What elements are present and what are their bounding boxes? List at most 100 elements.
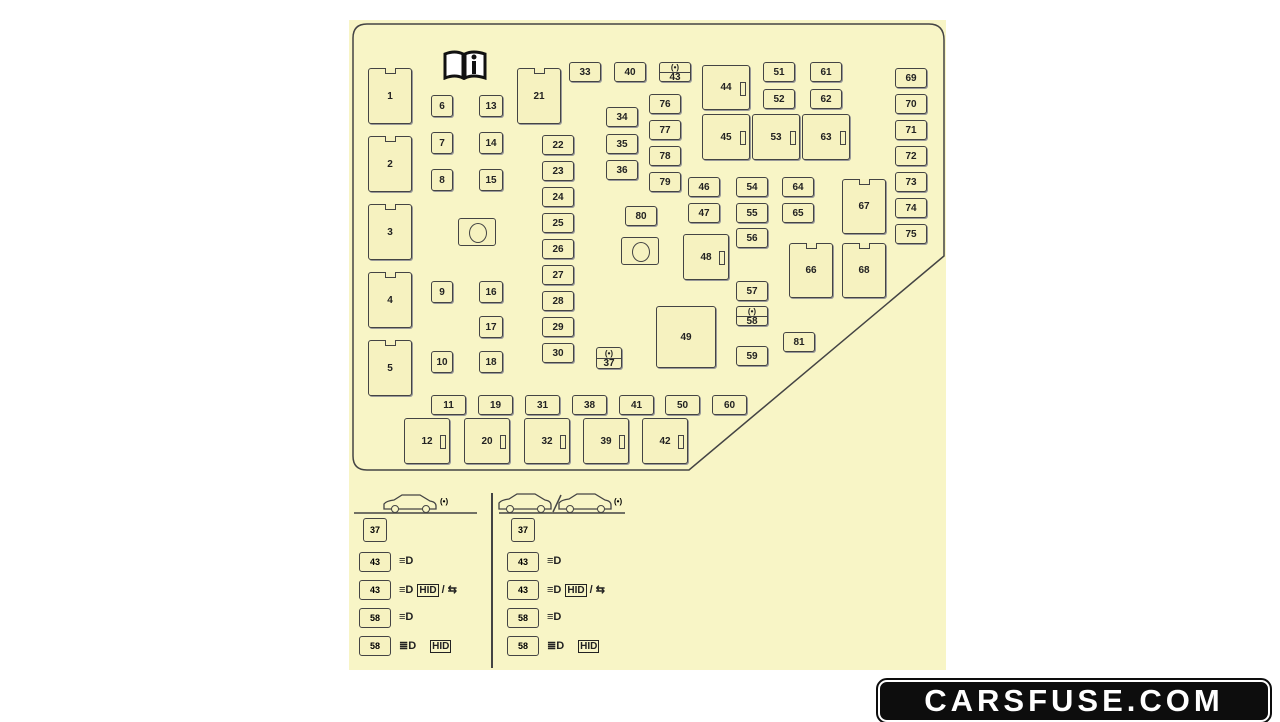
fuse-label: 46 [698, 181, 710, 193]
fuse-label: 62 [820, 93, 832, 105]
fuse-22: 22 [542, 135, 574, 155]
fuse-79: 79 [649, 172, 681, 192]
fuse-label: 80 [635, 210, 647, 222]
fuse-label: 70 [905, 98, 917, 110]
fuse-80: 80 [625, 206, 657, 226]
fuse-label: 23 [552, 165, 564, 177]
relay-2: 2 [368, 136, 412, 192]
fuse-label: 40 [624, 66, 636, 78]
fuse-label: 18 [485, 356, 497, 368]
fuse-label: 61 [820, 66, 832, 78]
fuse-label: 77 [659, 124, 671, 136]
fuse-label: 13 [485, 100, 497, 112]
fuse-73: 73 [895, 172, 927, 192]
fuse-label: 56 [746, 232, 758, 244]
relay-12: 12 [404, 418, 450, 464]
fuse-label: 6 [439, 100, 445, 112]
fuse-label: 33 [579, 66, 591, 78]
fuse-label: 32 [541, 435, 553, 447]
fuse-label: 35 [616, 138, 628, 150]
relay-20: 20 [464, 418, 510, 464]
fuse-label: 71 [905, 124, 917, 136]
fuse-label: 36 [616, 164, 628, 176]
fuse-61: 61 [810, 62, 842, 82]
fuse-43: (•)43 [659, 62, 691, 82]
fuse-6: 6 [431, 95, 453, 117]
fuse-52: 52 [763, 89, 795, 109]
fuse-label: 47 [698, 207, 710, 219]
fuse-label: 57 [746, 285, 758, 297]
fuse-62: 62 [810, 89, 842, 109]
legend-fuse-58: 58 [359, 636, 391, 656]
adaptive-lighting-icon: / ⇆ [586, 584, 605, 596]
fuse-label: 49 [680, 331, 692, 343]
relay-32: 32 [524, 418, 570, 464]
fuse-8: 8 [431, 169, 453, 191]
fuse-69: 69 [895, 68, 927, 88]
relay-48: 48 [683, 234, 729, 280]
fuse-label: 42 [659, 435, 671, 447]
fuse-74: 74 [895, 198, 927, 218]
fuse-51: 51 [763, 62, 795, 82]
fuse-label: 59 [746, 350, 758, 362]
fuse-9: 9 [431, 281, 453, 303]
fuse-47: 47 [688, 203, 720, 223]
fuse-label: 81 [793, 336, 805, 348]
fuse-label: 45 [720, 131, 732, 143]
legend-fuse-43: 43 [507, 580, 539, 600]
fuse-15: 15 [479, 169, 503, 191]
headlamp-icon: ≡D [547, 611, 562, 623]
fuse-label: 5 [387, 362, 393, 374]
fuse-46: 46 [688, 177, 720, 197]
fuse-label: 29 [552, 321, 564, 333]
relay-42: 42 [642, 418, 688, 464]
fuse-7: 7 [431, 132, 453, 154]
relay-53: 53 [752, 114, 800, 160]
fuse-31: 31 [525, 395, 560, 415]
fuse-label: 78 [659, 150, 671, 162]
fuse-77: 77 [649, 120, 681, 140]
fuse-label: 54 [746, 181, 758, 193]
adaptive-lighting-icon: / ⇆ [438, 584, 457, 596]
fuse-label: 25 [552, 217, 564, 229]
owner-manual-info-icon [443, 48, 487, 81]
fuse-label: 30 [552, 347, 564, 359]
fuse-label: 26 [552, 243, 564, 255]
fuse-label: 43 [669, 71, 681, 83]
fuse-16: 16 [479, 281, 503, 303]
fuse-26: 26 [542, 239, 574, 259]
fuse-60: 60 [712, 395, 747, 415]
fuse-label: 53 [770, 131, 782, 143]
fuse-17: 17 [479, 316, 503, 338]
fuse-64: 64 [782, 177, 814, 197]
fuse-40: 40 [614, 62, 646, 82]
fuse-label: 21 [533, 90, 545, 102]
fuse-label: 55 [746, 207, 758, 219]
relay-67: 67 [842, 179, 886, 234]
fuse-label: 74 [905, 202, 917, 214]
fuse-50: 50 [665, 395, 700, 415]
variant-marker: (•) [597, 349, 621, 359]
car-suv-icons [497, 492, 613, 519]
fuse-label: 48 [700, 251, 712, 263]
fuse-label: 73 [905, 176, 917, 188]
fuse-37: (•)37 [596, 347, 622, 369]
fuse-label: 14 [485, 137, 497, 149]
headlamp-icon: ≡D [399, 555, 414, 567]
fuse-label: 68 [858, 265, 870, 276]
fuse-label: 60 [723, 399, 736, 411]
fuse-label: 17 [485, 321, 497, 333]
hid-icon: HID [430, 640, 452, 653]
fuse-label: 38 [583, 399, 596, 411]
fuse-59: 59 [736, 346, 768, 366]
fuse-label: 19 [489, 399, 502, 411]
fuse-label: 24 [552, 191, 564, 203]
fuse-19: 19 [478, 395, 513, 415]
fuse-18: 18 [479, 351, 503, 373]
carsfuse-watermark: CARSFUSE.COM [876, 678, 1272, 722]
fuse-label: 69 [905, 72, 917, 84]
fuse-label: 34 [616, 111, 628, 123]
